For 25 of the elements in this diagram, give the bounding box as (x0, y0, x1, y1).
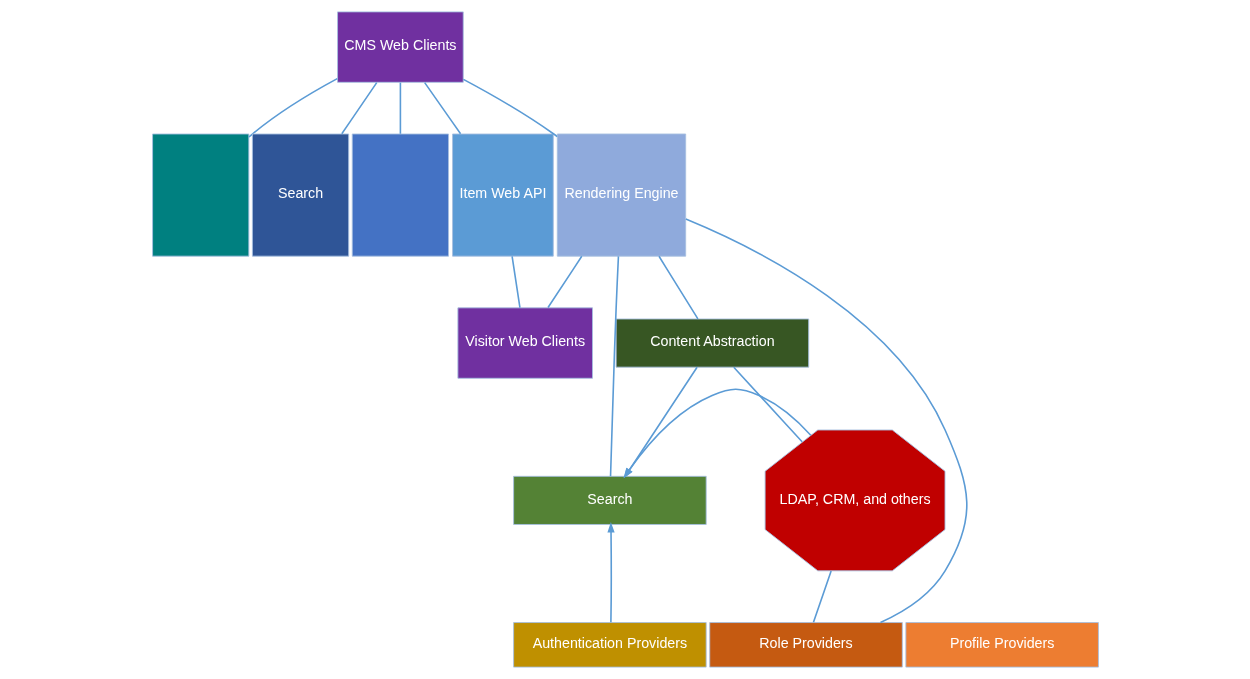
connector (340, 81, 378, 135)
connector (510, 255, 521, 309)
arrow (606, 522, 615, 624)
node-box: Profile Providers (904, 622, 1099, 668)
node-box: Item Web API (451, 133, 554, 257)
node-box: Authentication Providers (512, 622, 707, 668)
node-box: Search (512, 475, 707, 525)
node-box: Visitor Web Clients (456, 307, 593, 379)
node-box (351, 133, 449, 257)
connector (684, 218, 968, 624)
connector (399, 81, 401, 135)
connector (609, 255, 619, 477)
connector (462, 78, 558, 138)
connector (812, 570, 832, 624)
node-box: CMS Web Clients (336, 11, 464, 83)
connector (247, 77, 338, 138)
connector (423, 81, 461, 135)
node-box: Rendering Engine (556, 133, 686, 257)
connector (657, 255, 699, 320)
node-box (151, 133, 249, 257)
node-box: Search (251, 133, 349, 257)
connector (546, 255, 583, 309)
node-box: Role Providers (708, 622, 903, 668)
connector (732, 366, 803, 443)
node-box: Content Abstraction (615, 318, 809, 368)
